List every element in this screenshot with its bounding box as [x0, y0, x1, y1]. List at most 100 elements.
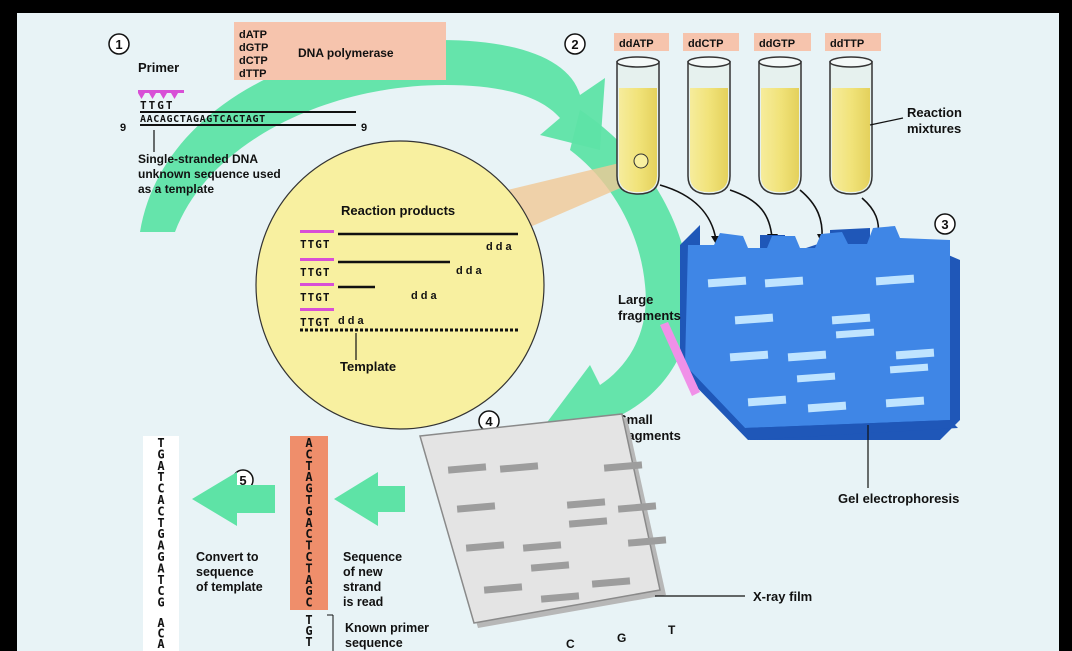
new-strand-base: C — [305, 596, 312, 610]
new-strand-base: T — [305, 459, 312, 473]
tube-label-ddgtp: ddGTP — [759, 38, 795, 50]
svg-text:4: 4 — [485, 414, 493, 429]
convert-caption-line1: Convert to — [196, 550, 259, 564]
gel-bands — [707, 274, 935, 413]
reagent-dgtp: dGTP — [239, 42, 268, 54]
tube-ddctp — [687, 56, 731, 195]
read-caption-line2: of new — [343, 565, 383, 579]
film-bands — [447, 461, 667, 603]
reagent-box — [234, 22, 446, 80]
template-base: T — [157, 470, 164, 484]
svg-text:1: 1 — [115, 37, 122, 52]
known-primer-sequence: TGT — [305, 613, 312, 649]
product-row-1: TTGT d d a — [300, 230, 518, 253]
new-strand-base: A — [305, 436, 313, 450]
read-caption-line1: Sequence — [343, 550, 402, 564]
step-number-1: 1 — [108, 33, 130, 55]
new-strand-base: G — [305, 584, 312, 598]
svg-text:TTGT: TTGT — [300, 291, 331, 304]
tube-labels: ddATP ddCTP ddGTP ddTTP — [614, 33, 881, 51]
reaction-mixtures-line2: mixtures — [907, 121, 961, 136]
new-strand-base: C — [305, 527, 312, 541]
template-tail-base: C — [157, 627, 164, 641]
curved-arrow-right — [545, 110, 692, 440]
template-base: G — [157, 527, 164, 541]
reagent-datp: dATP — [239, 29, 267, 41]
template-end-right: 9 — [361, 122, 367, 134]
svg-text:d d a: d d a — [456, 265, 483, 277]
reagent-dttp: dTTP — [239, 68, 267, 80]
tube-ddttp — [829, 56, 873, 195]
product-row-3: TTGT d d a — [300, 283, 438, 304]
template-base: A — [157, 561, 165, 575]
new-strand-base: T — [305, 493, 312, 507]
new-strand-base: C — [305, 550, 312, 564]
reaction-mixtures-pointer — [869, 117, 904, 126]
primer-sequence: TTGT — [140, 99, 175, 112]
new-strand-base: A — [305, 573, 313, 587]
convert-caption-line3: of template — [196, 580, 263, 594]
reaction-products-circle — [255, 140, 545, 430]
tube-label-ddttp: ddTTP — [830, 38, 864, 50]
template-caption-line2: unknown sequence used — [138, 167, 281, 181]
curved-arrow-top — [140, 40, 605, 232]
reagent-dctp: dCTP — [239, 55, 268, 67]
template-end-left: 9 — [120, 122, 126, 134]
svg-text:d d a: d d a — [338, 315, 365, 327]
new-strand-base: G — [305, 482, 312, 496]
svg-text:3: 3 — [941, 217, 948, 232]
primer-base: T — [305, 613, 312, 627]
svg-text:2: 2 — [571, 37, 578, 52]
svg-text:TTGT: TTGT — [300, 238, 331, 251]
xray-film-label: X-ray film — [753, 589, 812, 604]
template-base: A — [157, 493, 165, 507]
template-tail-base: A — [157, 616, 165, 630]
product-row-4: TTGT d d a — [300, 308, 365, 329]
large-fragments-line2: fragments — [618, 308, 681, 323]
new-strand-base: A — [305, 470, 313, 484]
template-tail-base: A — [157, 637, 165, 651]
new-strand-base: T — [305, 539, 312, 553]
new-strand-base: T — [305, 561, 312, 575]
template-sequence: AACAGCTAGAGTCACTAGT — [140, 114, 266, 125]
primer-base: G — [305, 624, 312, 638]
primer-label: Primer — [138, 60, 179, 75]
known-primer-caption-line2: sequence — [345, 636, 403, 650]
tube-ddatp — [616, 56, 660, 195]
convert-arrow — [192, 472, 275, 526]
gel-top — [685, 226, 950, 428]
template-base: C — [157, 482, 164, 496]
template-base: C — [157, 584, 164, 598]
template-base: G — [157, 550, 164, 564]
step-number-2: 2 — [564, 33, 586, 55]
tube-label-ddatp: ddATP — [619, 38, 654, 50]
template-base: C — [157, 504, 164, 518]
svg-text:5: 5 — [239, 473, 246, 488]
read-caption-line3: strand — [343, 580, 381, 594]
reaction-products-title: Reaction products — [341, 203, 455, 218]
new-strand-base: A — [305, 516, 313, 530]
tube-label-ddctp: ddCTP — [688, 38, 723, 50]
template-base: G — [157, 596, 164, 610]
template-base: T — [157, 516, 164, 530]
primer-marker — [138, 90, 184, 99]
reaction-mixtures-line1: Reaction — [907, 105, 962, 120]
enzyme-label: DNA polymerase — [298, 46, 394, 60]
fragment-size-bar — [660, 322, 700, 396]
template-column-box — [143, 436, 179, 651]
gel-electrophoresis-label: Gel electrophoresis — [838, 491, 959, 506]
tube-ddgtp — [758, 56, 802, 195]
primer-base: T — [305, 635, 312, 649]
product-row-2: TTGT d d a — [300, 258, 483, 279]
template-base: T — [157, 573, 164, 587]
convert-caption-line2: sequence — [196, 565, 254, 579]
read-arrow — [334, 472, 405, 526]
lane-letter-g: G — [617, 631, 626, 645]
template-caption-line1: Single-stranded DNA — [138, 152, 258, 166]
new-strand-box — [290, 436, 328, 610]
lane-letter-t: T — [668, 623, 676, 637]
new-strand-base: G — [305, 504, 312, 518]
svg-text:d d a: d d a — [486, 241, 513, 253]
